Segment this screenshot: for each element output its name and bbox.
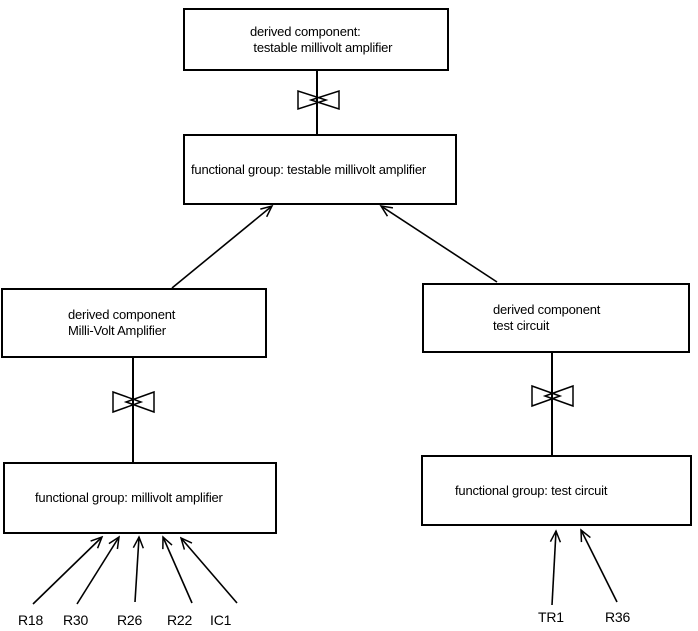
- arrow-r36-to-fg-tc: [581, 530, 618, 603]
- node-label: derived component: testable millivolt am…: [250, 23, 393, 55]
- leaf-label-r22[interactable]: R22: [167, 612, 193, 628]
- arrow-ic1-to-fg-mva: [181, 538, 238, 604]
- arrow-derived-tc-to-fg-testable: [381, 206, 498, 283]
- arrow-r30-to-fg-mva: [76, 537, 119, 605]
- node-label: derived component test circuit: [493, 302, 601, 333]
- arrow-r18-to-fg-mva: [32, 537, 102, 605]
- leaf-label-r26[interactable]: R26: [117, 612, 143, 628]
- bowtie-icon: [297, 89, 340, 111]
- bowtie-icon: [112, 390, 155, 414]
- leaf-label-r30[interactable]: R30: [63, 612, 89, 628]
- leaf-label-r36[interactable]: R36: [605, 609, 631, 625]
- node-functional-group-millivolt-amplifier[interactable]: functional group: millivolt amplifier: [3, 462, 277, 534]
- node-label: functional group: millivolt amplifier: [35, 490, 223, 505]
- node-functional-group-test-circuit[interactable]: functional group: test circuit: [421, 455, 692, 526]
- node-derived-component-testable-millivolt-amplifier[interactable]: derived component: testable millivolt am…: [183, 8, 449, 71]
- node-label: functional group: testable millivolt amp…: [191, 161, 427, 177]
- leaf-label-r18[interactable]: R18: [18, 612, 44, 628]
- leaf-label-tr1[interactable]: TR1: [538, 609, 564, 625]
- node-functional-group-testable-millivolt-amplifier[interactable]: functional group: testable millivolt amp…: [183, 134, 457, 205]
- arrow-r26-to-fg-mva: [135, 537, 139, 603]
- arrow-tr1-to-fg-tc: [552, 531, 556, 606]
- node-label: functional group: test circuit: [455, 482, 608, 498]
- leaf-label-ic1[interactable]: IC1: [210, 612, 232, 628]
- bowtie-icon: [531, 384, 574, 408]
- arrow-derived-mva-to-fg-testable: [171, 206, 272, 289]
- node-label: derived component Milli-Volt Amplifier: [68, 307, 176, 338]
- arrow-r22-to-fg-mva: [163, 537, 193, 604]
- node-derived-component-milli-volt-amplifier[interactable]: derived component Milli-Volt Amplifier: [1, 288, 267, 358]
- node-derived-component-test-circuit[interactable]: derived component test circuit: [422, 283, 690, 353]
